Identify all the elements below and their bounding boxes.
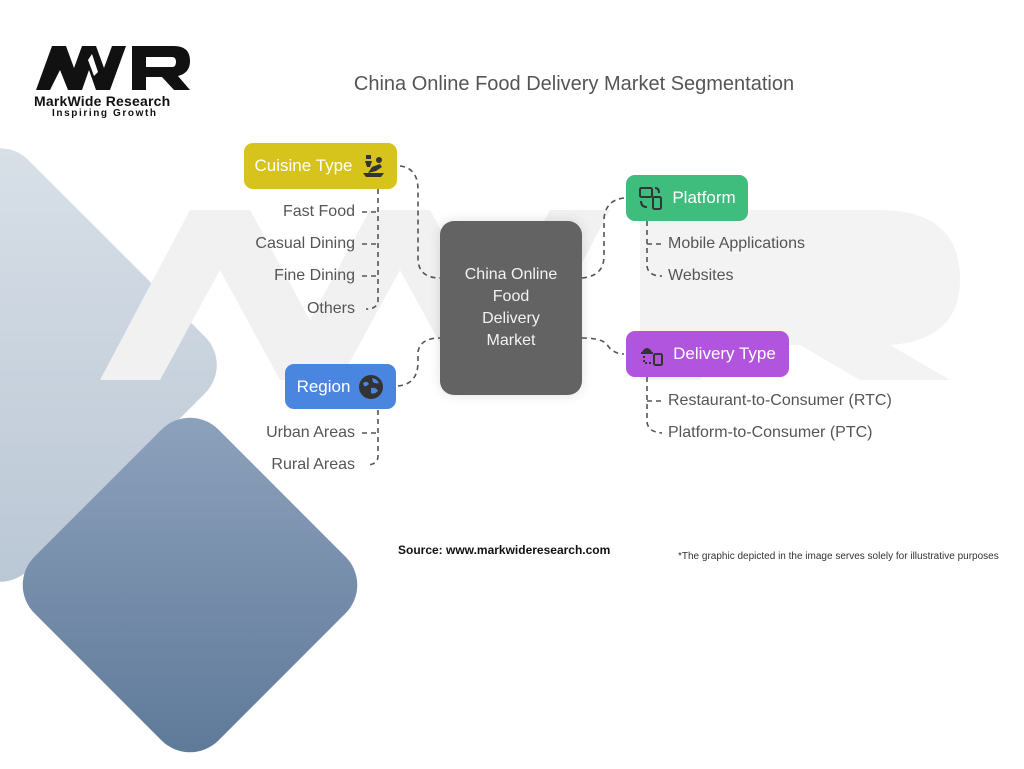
leaf-platform-to-consumer: Platform-to-Consumer (PTC) xyxy=(668,424,873,441)
cloche-phone-icon xyxy=(641,348,664,366)
connectors xyxy=(362,165,663,466)
link-region-items xyxy=(365,410,379,466)
segment-label: Cuisine Type xyxy=(254,156,353,175)
segment-delivery-type: Delivery Type xyxy=(626,331,789,377)
disclaimer-note: *The graphic depicted in the image serve… xyxy=(678,551,999,562)
center-node-line: Food xyxy=(492,288,530,305)
center-node-line: Market xyxy=(486,332,536,349)
segment-label: Region xyxy=(296,376,351,396)
segment-label: Delivery Type xyxy=(673,344,776,363)
leaf-others: Others xyxy=(306,300,355,317)
chef-dish-icon xyxy=(363,155,385,177)
center-node-line: Delivery xyxy=(482,310,540,327)
segment-platform: Platform xyxy=(626,175,748,221)
center-node: China Online Food Delivery Market xyxy=(440,221,582,395)
link-cuisine-items xyxy=(365,189,379,310)
leaf-rural-areas: Rural Areas xyxy=(271,456,355,473)
leaf-restaurant-to-consumer: Restaurant-to-Consumer (RTC) xyxy=(668,392,892,409)
segment-region: Region xyxy=(285,364,396,409)
leaf-websites: Websites xyxy=(668,267,734,284)
link-platform-items xyxy=(646,221,663,277)
leaf-casual-dining: Casual Dining xyxy=(255,235,355,252)
link-center-delivery xyxy=(581,337,625,355)
company-tagline: Inspiring Growth xyxy=(52,108,158,119)
segment-cuisine-type: Cuisine Type xyxy=(244,143,397,189)
link-center-cuisine xyxy=(399,165,441,279)
link-center-platform xyxy=(581,197,625,279)
diagram-title: China Online Food Delivery Market Segmen… xyxy=(353,73,795,95)
leaf-mobile-applications: Mobile Applications xyxy=(668,235,805,252)
link-delivery-items xyxy=(646,377,663,434)
globe-icon xyxy=(359,374,384,399)
link-center-region xyxy=(397,337,441,387)
center-node-line: China Online xyxy=(464,266,558,283)
company-name: MarkWide Research xyxy=(34,93,171,109)
leaf-fine-dining: Fine Dining xyxy=(274,267,355,284)
leaf-fast-food: Fast Food xyxy=(282,203,355,220)
device-sync-icon xyxy=(639,187,663,210)
logo-icon xyxy=(36,46,190,90)
segment-label: Platform xyxy=(672,188,736,207)
leaf-urban-areas: Urban Areas xyxy=(266,424,355,441)
source-credit: Source: www.markwideresearch.com xyxy=(398,543,611,557)
